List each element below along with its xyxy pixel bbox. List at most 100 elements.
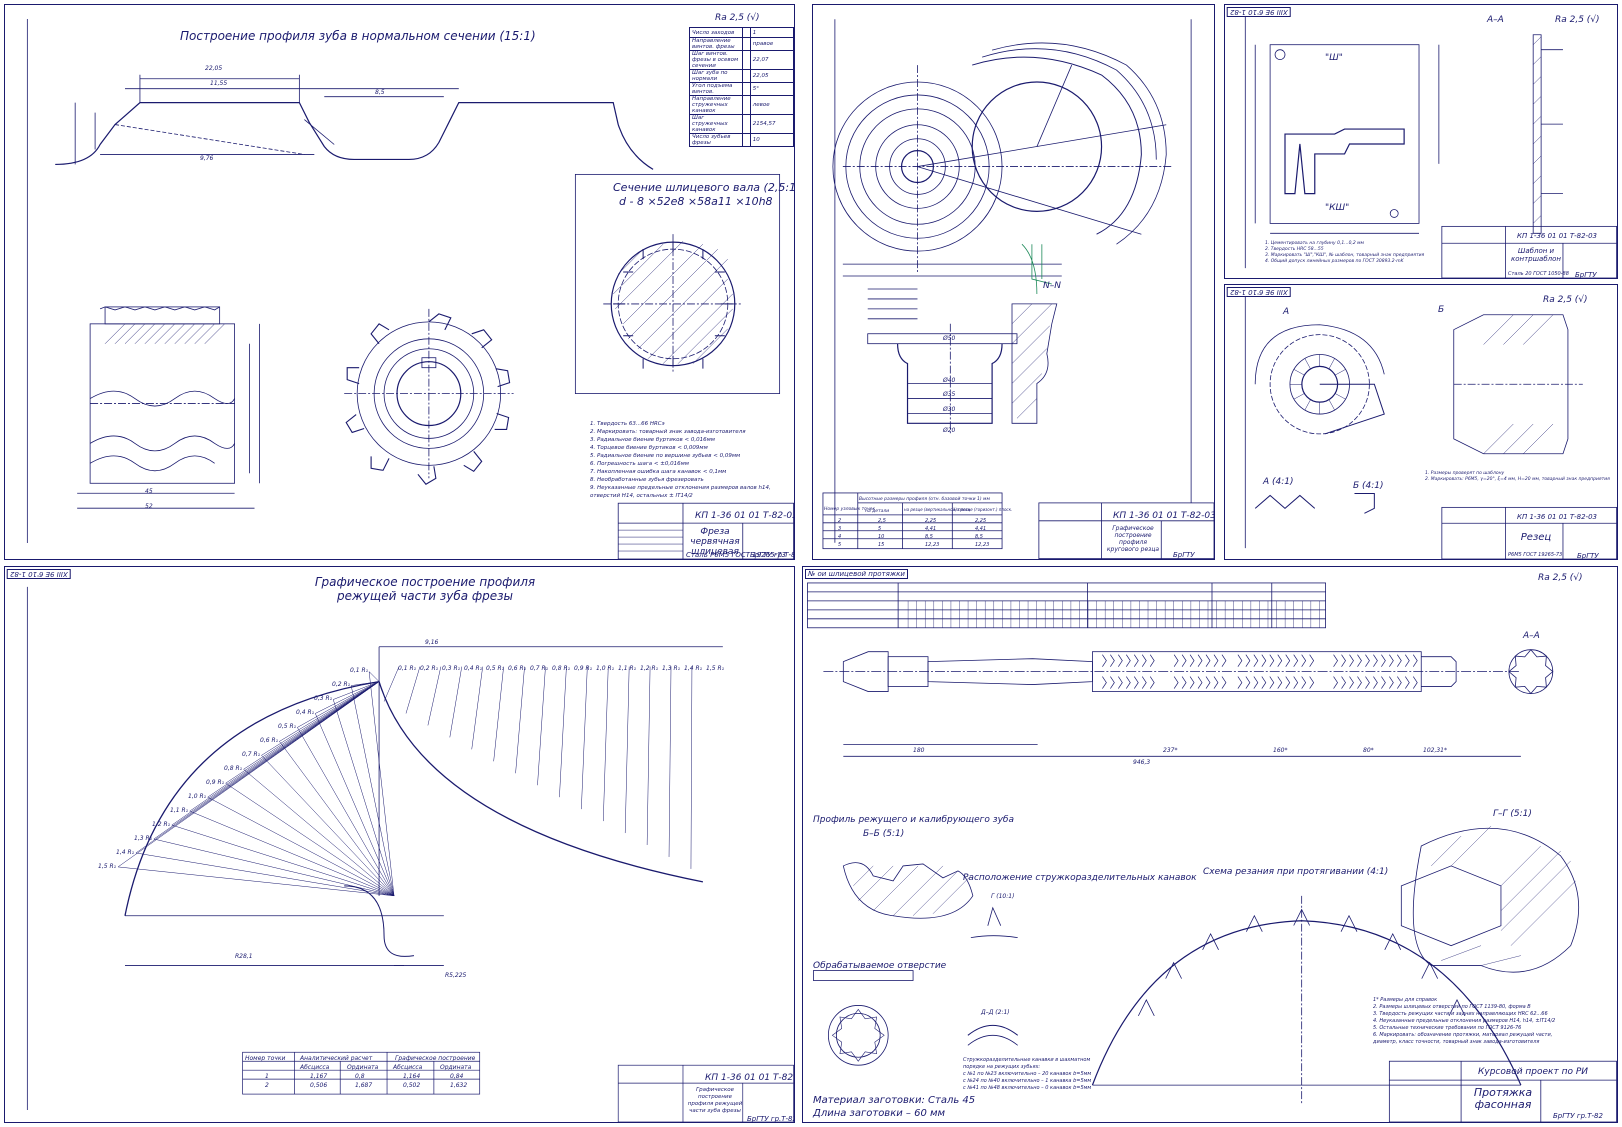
dim-22-05: 22,05 bbox=[205, 65, 223, 72]
param-cell bbox=[742, 27, 751, 38]
blank-length: Длина заготовки – 60 мм bbox=[813, 1108, 946, 1119]
param-cell bbox=[742, 37, 751, 51]
scheme-tooth bbox=[1340, 914, 1358, 932]
profile-table-cell: 4 bbox=[838, 534, 842, 540]
note-line: 5. Остальные технические требования по Г… bbox=[1373, 1025, 1522, 1031]
tooth-profile-line bbox=[55, 102, 654, 170]
note-line: 5. Радиальное биение по вершине зубьев <… bbox=[590, 453, 741, 459]
construction-ray bbox=[117, 866, 395, 897]
radius-label-top: 0,5 R₁ bbox=[486, 665, 505, 672]
broach-tooth bbox=[1133, 654, 1139, 689]
sheet-form-tool-profile: N–N Ø50 Ø40 Ø35 Ø30 Ø20 Высотные размеры… bbox=[812, 4, 1215, 560]
broach-tooth bbox=[1221, 654, 1227, 689]
table-cell: 1,632 bbox=[450, 1082, 468, 1089]
note-line: с №41 по №48 включительно – 0 канавок b=… bbox=[963, 1085, 1092, 1091]
profile-table-cell: 10 bbox=[878, 534, 885, 540]
roughness-mark: Ra 2,5 (√) bbox=[1538, 573, 1583, 583]
note-line: 4. Общий допуск линейных размеров по ГОС… bbox=[1265, 259, 1404, 264]
construction-ray bbox=[225, 681, 380, 784]
note-line: 2. Маркировать: товарный знак завода-изг… bbox=[590, 429, 746, 435]
title-block-code: КП 1-36 01 01 Т-82-03 bbox=[695, 511, 795, 521]
broach-tooth bbox=[1349, 654, 1354, 689]
sheet5-title: Графическое построение профиля режущей ч… bbox=[314, 575, 536, 603]
title-block-material: Сталь Р6М5 ГОСТ 19265-73 bbox=[686, 551, 786, 559]
param-cell: 22,07 bbox=[749, 50, 794, 70]
title-block-name: Графическое построение профиля режущей ч… bbox=[687, 1087, 743, 1114]
note-line: 6. Погрешность шага < ±0,016мм bbox=[590, 461, 689, 467]
note-line: 1. Цементировать на глубину 0,1...0,2 мм bbox=[1265, 241, 1364, 246]
note-line: 2. Маркировать: Р6М5, γ=20°, ξ=4 мм, Н=2… bbox=[1425, 477, 1610, 482]
radius-label-top: 1,5 R₁ bbox=[706, 665, 725, 672]
profile-table-cell: 2,25 bbox=[975, 518, 987, 524]
dd-label: Д–Д (2:1) bbox=[981, 1009, 1010, 1016]
dim-d40: Ø40 bbox=[943, 377, 956, 384]
radius-label-left: 1,1 R₁ bbox=[170, 807, 189, 814]
broach-tooth bbox=[1389, 654, 1394, 689]
roughness-mark: Ra 2,5 (√) bbox=[715, 13, 760, 23]
construction-ray bbox=[333, 681, 380, 700]
broach-tooth bbox=[1365, 654, 1370, 689]
construction-ray bbox=[427, 666, 442, 726]
profile-table-cell: 15 bbox=[878, 542, 885, 548]
broach-tooth bbox=[1405, 654, 1410, 689]
dim-45: 45 bbox=[145, 488, 153, 495]
table-group-header: Высотные размеры профиля (отн. базовой т… bbox=[859, 497, 990, 502]
construction-ray bbox=[646, 666, 651, 846]
shaft-profile bbox=[896, 343, 1003, 424]
radius-label-left: 0,4 R₁ bbox=[296, 709, 315, 716]
construction-ray bbox=[471, 666, 483, 750]
radius-label-left: 1,2 R₁ bbox=[152, 821, 171, 828]
scheme-tooth bbox=[1165, 961, 1182, 979]
construction-ray bbox=[189, 810, 395, 897]
hob-cutter-drawing bbox=[26, 18, 794, 559]
param-cell: 2154,57 bbox=[749, 114, 794, 134]
broach-tooth bbox=[1309, 654, 1315, 689]
param-cell: Направление винтов. фрезы bbox=[689, 37, 743, 51]
radius-label-top: 0,3 R₁ bbox=[442, 665, 461, 672]
grooves-title: Расположение стружкоразделительных канав… bbox=[963, 873, 1197, 883]
note-line: отверстий H14, остальных ± IT14/2 bbox=[590, 493, 693, 499]
scheme-tooth bbox=[1293, 908, 1310, 926]
sheet1-title: Построение профиля зуба в нормальном сеч… bbox=[180, 29, 536, 43]
param-cell bbox=[742, 133, 751, 147]
profile-table-cell: 5 bbox=[838, 542, 842, 548]
sheet-corner-stamp: ХIII 9E 6'10 1-82 bbox=[1227, 287, 1291, 297]
title-block-material: Сталь 20 ГОСТ 1050-88 bbox=[1508, 271, 1569, 277]
radius-label-left: 0,8 R₁ bbox=[224, 765, 243, 772]
construction-ray bbox=[668, 666, 672, 857]
dim-total-length: 946,3 bbox=[1133, 759, 1151, 766]
dim-52: 52 bbox=[145, 503, 153, 510]
broach-tooth bbox=[1189, 654, 1195, 689]
note-line: 2. Твердость HRC 58...55 bbox=[1265, 247, 1324, 252]
title-block-material: Р6М5 ГОСТ 19265-73 bbox=[1508, 552, 1563, 558]
construction-ray bbox=[279, 681, 380, 742]
inner-arc bbox=[378, 681, 704, 883]
broach-tooth bbox=[1397, 654, 1402, 689]
profile-table-cell: 8,5 bbox=[925, 534, 933, 540]
broach-tooth bbox=[1141, 654, 1147, 689]
table-subheader: Ордината bbox=[347, 1064, 379, 1071]
construction-ray bbox=[279, 741, 395, 896]
construction-ray bbox=[368, 671, 380, 682]
dim-160: 160* bbox=[1273, 747, 1288, 754]
table-col-vert: на резце (вертикальной) плоск. bbox=[904, 507, 972, 512]
radius-label-top: 0,4 R₁ bbox=[464, 665, 483, 672]
construction-ray bbox=[333, 699, 395, 896]
g-label: Г (10:1) bbox=[991, 893, 1015, 900]
construction-ray bbox=[315, 681, 380, 714]
title-block-code: КП 1-36 01 01 Т-82-03 bbox=[1517, 513, 1597, 521]
sheet-hob-profile-construction: ХIII 9E 6'10 1-82 Графическое построение… bbox=[4, 566, 795, 1123]
note-line: 4. Торцевое биение буртиков < 0,009мм bbox=[590, 445, 708, 451]
dim-180: 180 bbox=[913, 747, 925, 754]
detail-a-label: А (4:1) bbox=[1263, 477, 1294, 487]
dim-102: 102,31* bbox=[1423, 747, 1447, 754]
broach-tooth bbox=[1102, 654, 1107, 689]
broach-tooth bbox=[1285, 654, 1291, 689]
tooth-profile-bb bbox=[842, 862, 974, 919]
construction-ray bbox=[207, 796, 395, 897]
scheme-tooth bbox=[1384, 932, 1402, 950]
note-line: диаметр, класс точности, товарный знак з… bbox=[1373, 1039, 1540, 1045]
radius-label-left: 0,6 R₁ bbox=[260, 737, 279, 744]
